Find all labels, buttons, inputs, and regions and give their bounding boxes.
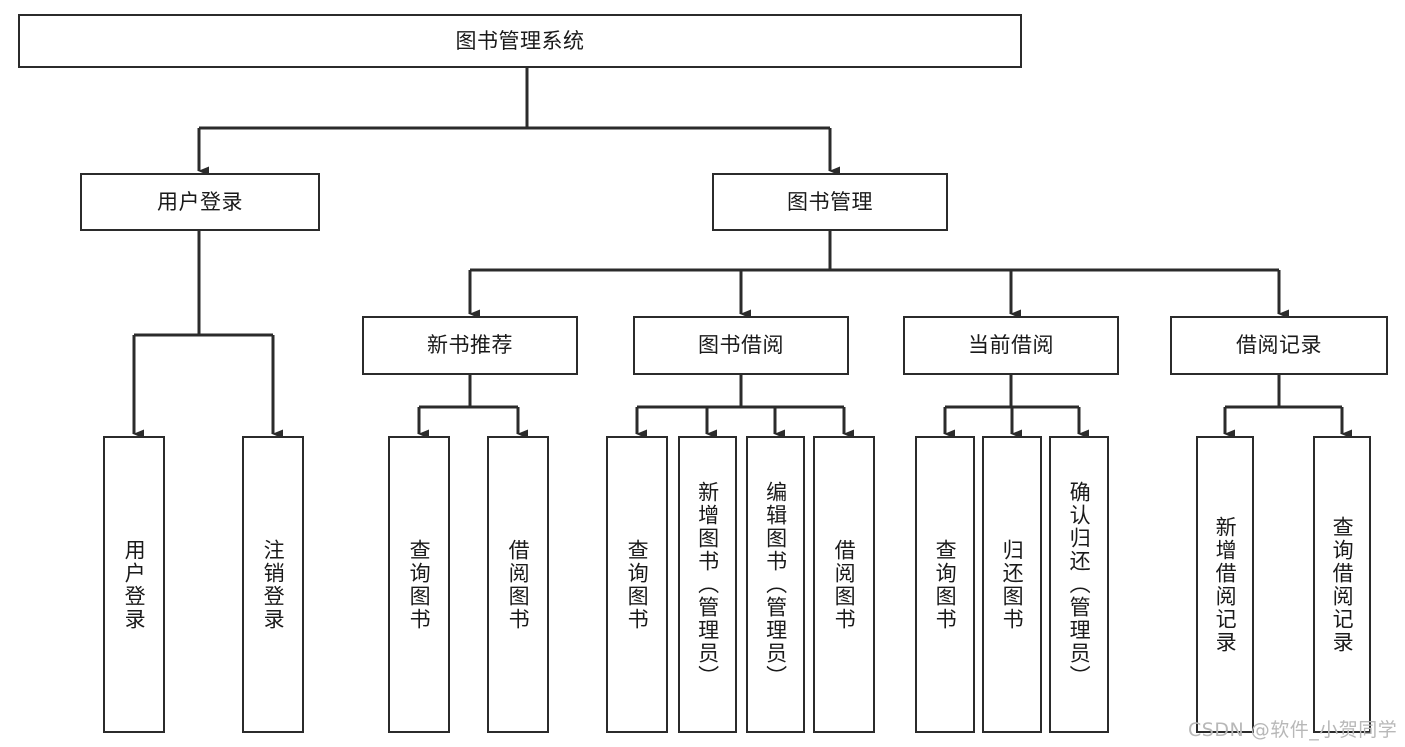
node-new-book-recommend[interactable]: 新书推荐 [362,316,578,375]
node-label-leaf-confirm-return: 确认归还（管理员） [1067,481,1092,688]
node-leaf-query-book-1[interactable]: 查询图书 [388,436,450,733]
node-label-leaf-borrow-book-2: 借阅图书 [832,538,857,631]
node-label-leaf-return-book: 归还图书 [1000,538,1025,631]
node-leaf-logout[interactable]: 注销登录 [242,436,304,733]
connector-group [132,68,1352,439]
node-label-leaf-edit-book: 编辑图书（管理员） [763,481,788,688]
node-label-leaf-query-book-1: 查询图书 [407,538,432,631]
node-leaf-user-login[interactable]: 用户登录 [103,436,165,733]
node-label-book-management: 图书管理 [787,189,873,214]
node-leaf-query-book-2[interactable]: 查询图书 [606,436,668,733]
node-label-leaf-query-book-2: 查询图书 [625,538,650,631]
node-current-borrow[interactable]: 当前借阅 [903,316,1119,375]
node-root[interactable]: 图书管理系统 [18,14,1022,68]
node-label-new-book-recommend: 新书推荐 [427,333,513,358]
node-leaf-edit-book[interactable]: 编辑图书（管理员） [746,436,805,733]
node-label-leaf-borrow-book-1: 借阅图书 [506,538,531,631]
node-user-login[interactable]: 用户登录 [80,173,320,231]
node-leaf-add-record[interactable]: 新增借阅记录 [1196,436,1254,733]
node-label-book-borrow: 图书借阅 [698,333,784,358]
node-leaf-confirm-return[interactable]: 确认归还（管理员） [1049,436,1109,733]
node-leaf-borrow-book-1[interactable]: 借阅图书 [487,436,549,733]
node-label-leaf-add-book: 新增图书（管理员） [695,481,720,688]
node-leaf-borrow-book-2[interactable]: 借阅图书 [813,436,875,733]
node-label-leaf-query-book-3: 查询图书 [933,538,958,631]
node-label-leaf-query-record: 查询借阅记录 [1330,515,1355,654]
node-borrow-records[interactable]: 借阅记录 [1170,316,1388,375]
node-label-leaf-logout: 注销登录 [261,538,286,631]
node-label-user-login: 用户登录 [157,189,243,214]
node-book-management[interactable]: 图书管理 [712,173,948,231]
node-label-current-borrow: 当前借阅 [968,333,1054,358]
node-label-root: 图书管理系统 [455,28,585,53]
node-book-borrow[interactable]: 图书借阅 [633,316,849,375]
node-label-leaf-user-login: 用户登录 [122,538,147,631]
node-leaf-add-book[interactable]: 新增图书（管理员） [678,436,737,733]
node-leaf-query-book-3[interactable]: 查询图书 [915,436,975,733]
node-label-leaf-add-record: 新增借阅记录 [1213,515,1238,654]
node-leaf-return-book[interactable]: 归还图书 [982,436,1042,733]
node-leaf-query-record[interactable]: 查询借阅记录 [1313,436,1371,733]
node-label-borrow-records: 借阅记录 [1236,333,1322,358]
